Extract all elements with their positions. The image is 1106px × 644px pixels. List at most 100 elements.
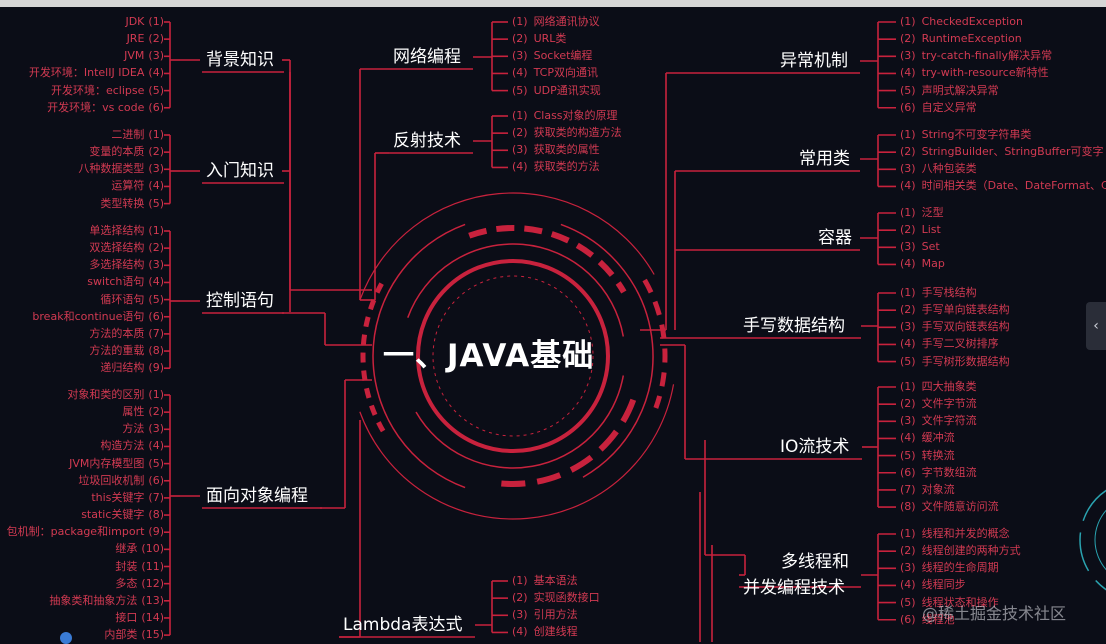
leaf-text: 自定义异常	[921, 100, 977, 114]
leaf-number: (4)	[512, 160, 528, 174]
branch-node: 手写数据结构	[743, 315, 845, 337]
leaf-item: 垃圾回收机制(6)	[78, 474, 164, 488]
leaf-text: 开发环境：IntelIJ IDEA	[28, 66, 145, 80]
leaf-text: 包机制：package和import	[6, 525, 145, 539]
leaf-item: 开发环境：IntelIJ IDEA(4)	[29, 66, 164, 80]
leaf-text: 单选择结构	[89, 224, 145, 237]
leaf-text: JDK	[125, 15, 145, 28]
branch-label: 容器	[818, 228, 852, 248]
leaf-item: 继承(10)	[115, 542, 164, 556]
branch-label-line2: 并发编程技术	[743, 578, 845, 598]
leaf-number: (5)	[148, 292, 164, 306]
leaf-text: 垃圾回收机制	[78, 473, 145, 487]
leaf-item: (1)手写栈结构	[900, 286, 977, 300]
leaf-text: 线程同步	[921, 578, 966, 592]
branch-node: 容器	[818, 227, 852, 249]
leaf-text: 抽象类和抽象方法	[49, 593, 138, 607]
leaf-text: 线程创建的两种方式	[921, 544, 1021, 558]
leaf-number: (5)	[900, 83, 916, 97]
leaf-item: (4)获取类的方法	[512, 160, 600, 174]
leaf-item: (2)实现函数接口	[512, 591, 600, 605]
branch-node: Lambda表达式	[343, 614, 462, 636]
leaf-item: (2)StringBuilder、StringBuffer可变字	[900, 145, 1104, 159]
leaf-number: (6)	[148, 473, 164, 487]
dotted-ring	[432, 275, 594, 437]
leaf-item: (2)List	[900, 223, 941, 237]
leaf-number: (2)	[512, 126, 528, 140]
watermark: @稀土掘金技术社区	[922, 604, 1067, 623]
leaf-number: (3)	[512, 49, 528, 63]
leaf-text: 文件字节流	[921, 397, 977, 411]
leaf-number: (14)	[141, 610, 164, 624]
leaf-text: Class对象的原理	[533, 109, 618, 122]
leaf-number: (1)	[148, 15, 164, 28]
leaf-text: 时间相关类（Date、DateFormat、C	[921, 179, 1106, 193]
ring-arc	[468, 225, 627, 294]
leaf-item: 方法的本质(7)	[89, 327, 164, 341]
leaf-text: break和continue语句	[32, 309, 145, 323]
leaf-item: (3)手写双向链表结构	[900, 320, 1010, 334]
leaf-item: 抽象类和抽象方法(13)	[49, 594, 164, 608]
leaf-item: 循环语句(5)	[100, 293, 164, 307]
leaf-text: RuntimeException	[921, 32, 1022, 46]
leaf-text: JVM内存模型图	[69, 456, 145, 470]
leaf-item: 方法的重载(8)	[89, 344, 164, 358]
leaf-item: (1)四大抽象类	[900, 380, 977, 394]
leaf-item: (1)String不可变字符串类	[900, 128, 1031, 142]
branch-label: 背景知识	[206, 50, 274, 70]
leaf-item: (3)文件字符流	[900, 414, 977, 428]
ring-arc	[360, 279, 386, 433]
leaf-number: (1)	[900, 286, 916, 299]
leaf-number: (1)	[148, 128, 164, 141]
decorative-ring	[1094, 509, 1106, 571]
leaf-item: (4)线程同步	[900, 578, 966, 592]
leaf-number: (4)	[148, 66, 164, 80]
chevron-left-icon: ‹	[1093, 318, 1099, 334]
leaf-text: 二进制	[111, 128, 145, 141]
leaf-number: (1)	[900, 380, 916, 393]
leaf-number: (1)	[512, 574, 528, 587]
leaf-number: (4)	[512, 66, 528, 80]
leaf-number: (5)	[900, 448, 916, 462]
leaf-text: 八种包装类	[921, 162, 977, 176]
leaf-item: 八种数据类型(3)	[78, 162, 164, 176]
side-panel-toggle[interactable]: ‹	[1086, 302, 1106, 350]
leaf-text: 网络通讯协议	[533, 15, 600, 28]
leaf-text: UDP通讯实现	[533, 83, 601, 97]
leaf-text: 手写单向链表结构	[921, 303, 1010, 317]
branch-node: 常用类	[799, 148, 850, 170]
leaf-number: (3)	[900, 49, 916, 63]
leaf-text: List	[921, 223, 941, 237]
leaf-item: (4)手写二叉树排序	[900, 337, 999, 351]
leaf-text: JRE	[126, 32, 145, 46]
leaf-text: 多选择结构	[89, 258, 145, 272]
leaf-text: CheckedException	[921, 15, 1023, 28]
leaf-number: (3)	[900, 240, 916, 254]
leaf-text: 声明式解决异常	[921, 83, 999, 97]
leaf-number: (4)	[900, 257, 916, 271]
leaf-item: (2)文件字节流	[900, 397, 977, 411]
leaf-number: (4)	[900, 337, 916, 351]
leaf-text: 对象流	[921, 482, 955, 496]
branch-node: 网络编程	[393, 46, 461, 68]
leaf-text: 八种数据类型	[78, 162, 145, 176]
leaf-number: (2)	[512, 591, 528, 605]
leaf-number: (3)	[148, 162, 164, 176]
leaf-number: (3)	[900, 561, 916, 575]
center-title: 一、JAVA基础	[383, 338, 595, 374]
leaf-number: (9)	[148, 361, 164, 375]
leaf-number: (4)	[148, 275, 164, 289]
leaf-text: 线程的生命周期	[921, 561, 999, 575]
leaf-number: (6)	[900, 612, 916, 626]
leaf-number: (1)	[900, 15, 916, 28]
leaf-text: 继承	[115, 542, 138, 556]
leaf-number: (2)	[148, 241, 164, 255]
ring-arc	[642, 278, 668, 409]
leaf-text: 创建线程	[533, 625, 578, 639]
leaf-number: (4)	[148, 179, 164, 193]
leaf-item: (1)Class对象的原理	[512, 109, 618, 123]
leaf-text: 缓冲流	[921, 431, 955, 445]
branch-label: 控制语句	[206, 291, 274, 311]
leaf-number: (7)	[148, 490, 164, 504]
branch-node: 面向对象编程	[206, 485, 308, 507]
